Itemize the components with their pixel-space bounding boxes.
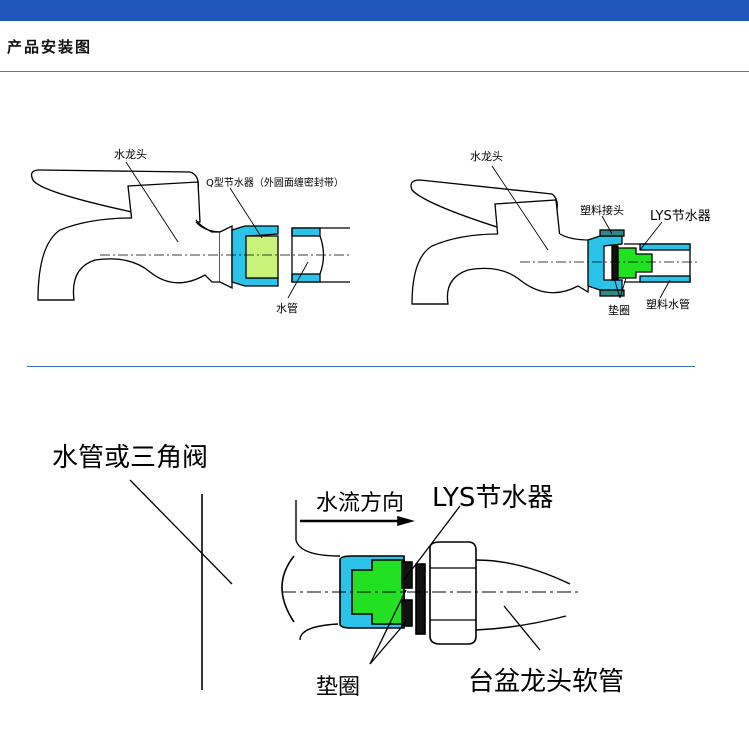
title-divider — [0, 71, 749, 72]
header-bar — [0, 0, 749, 21]
d1-pipe-label: 水管 — [276, 301, 298, 315]
diagram-3 — [129, 479, 580, 690]
gasket — [401, 599, 413, 627]
faucet-body — [37, 217, 221, 301]
section-divider — [27, 366, 695, 367]
d3-hose-label: 台盆龙头软管 — [468, 667, 624, 697]
hose-nut — [429, 541, 477, 645]
diagram-2 — [410, 165, 700, 305]
hose — [475, 559, 571, 585]
d3-saver-label: LYS节水器 — [432, 483, 553, 513]
d2-connector-label: 塑料接头 — [580, 203, 624, 217]
d2-saver-label: LYS节水器 — [650, 209, 711, 224]
d3-gasket-label: 垫圈 — [316, 675, 360, 700]
gasket — [611, 245, 619, 281]
d2-gasket-label: 垫圈 — [608, 303, 630, 317]
diagram-1 — [30, 161, 350, 301]
d3-flow-label: 水流方向 — [316, 491, 404, 516]
d2-faucet-label: 水龙头 — [470, 150, 503, 163]
d1-faucet-label: 水龙头 — [114, 148, 147, 161]
faucet-body-top — [127, 181, 201, 223]
d1-saver-label: Q型节水器（外圆面缠密封带） — [206, 176, 344, 189]
faucet-body — [411, 233, 591, 305]
section-title: 产品安装图 — [7, 38, 93, 56]
d3-valve-label: 水管或三角阀 — [52, 443, 208, 473]
lys-saver — [617, 247, 653, 279]
q-saver — [245, 235, 279, 279]
d2-pipe-label: 塑料水管 — [646, 297, 690, 311]
